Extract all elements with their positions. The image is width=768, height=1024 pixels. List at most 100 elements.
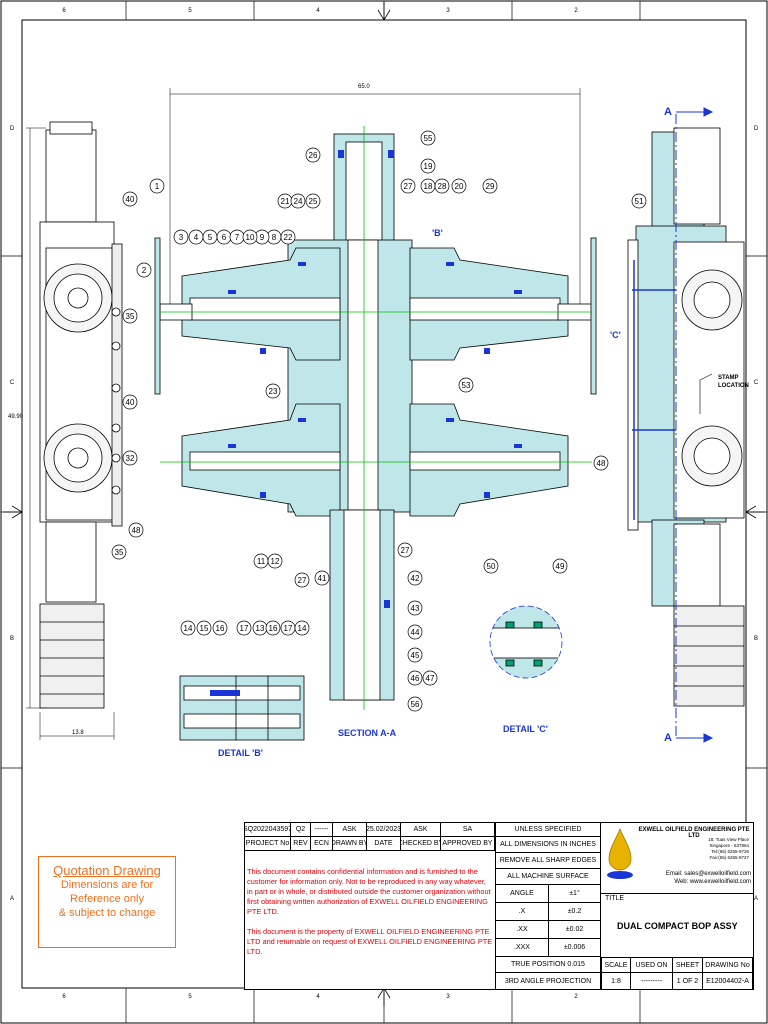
zone-label: 6 (62, 8, 66, 14)
balloon-circle (407, 624, 423, 640)
balloon-label: 25 (309, 197, 318, 206)
ref-b-label: 'B' (432, 228, 443, 238)
balloon-circle (122, 191, 138, 207)
zone-label: B (10, 636, 14, 642)
drawing-title: DUAL COMPACT BOP ASSY (617, 921, 738, 931)
ref-c-label: 'C' (610, 330, 621, 340)
balloon-circle (173, 229, 189, 245)
balloon-label: 46 (411, 674, 420, 683)
title-block-cell: Q2 (291, 823, 311, 837)
balloon-circle (483, 558, 499, 574)
balloon-circle (397, 542, 413, 558)
dim-overall-width: 65.0 (358, 84, 370, 90)
title-block-cell: ASK (401, 823, 441, 837)
title-block-cell: PROJECT No (245, 837, 291, 851)
balloon-label: 22 (284, 233, 293, 242)
balloon-circle (593, 455, 609, 471)
balloon-label: 5 (208, 233, 213, 242)
balloon-circle (280, 229, 296, 245)
zone-label: B (754, 636, 758, 642)
balloon-label: 13 (256, 624, 265, 633)
balloon-circle (294, 572, 310, 588)
balloon-label: 16 (216, 624, 225, 633)
dim-side-width: 13.8 (72, 730, 84, 736)
tolerance-cell: .X (495, 903, 549, 921)
company-web: Web: www.exwelloilfield.com (674, 879, 751, 885)
zone-label: C (10, 380, 15, 386)
balloon-circle (212, 620, 228, 636)
machine-surface: ALL MACHINE SURFACE (495, 869, 601, 885)
tolerance-cell: .XXX (495, 939, 549, 957)
tolerance-cell: ±0.2 (549, 903, 601, 921)
balloon-label: 8 (272, 233, 277, 242)
zone-label: A (10, 896, 14, 902)
balloon-label: 53 (462, 381, 471, 390)
balloon-label: 14 (298, 624, 307, 633)
balloon-label: 9 (260, 233, 265, 242)
balloon-circle (420, 158, 436, 174)
address-line: Tel:(65) 6265-9726 (711, 849, 749, 854)
title-block-cell: DRAWN BY (333, 837, 367, 851)
balloon-label: 6 (222, 233, 227, 242)
detail-b-label: DETAIL 'B' (218, 748, 263, 758)
balloon-circle (434, 178, 450, 194)
all-dimensions: ALL DIMENSIONS IN INCHES (495, 837, 601, 853)
balloon-label: 16 (269, 624, 278, 633)
balloon-label: 49 (556, 562, 565, 571)
title-block-cell: SA (441, 823, 495, 837)
balloon-circle (149, 178, 165, 194)
balloon-circle (407, 570, 423, 586)
balloon-label: 27 (298, 576, 307, 585)
zone-label: 2 (574, 994, 578, 1000)
balloon-label: 7 (235, 233, 240, 242)
balloon-label: 11 (257, 557, 266, 566)
balloon-label: 19 (424, 162, 433, 171)
balloon-label: 50 (487, 562, 496, 571)
balloon-circle (196, 620, 212, 636)
confidential-text: This document contains confidential info… (247, 867, 491, 916)
tolerance-cell: ANGLE (495, 885, 549, 903)
balloon-label: 48 (597, 459, 606, 468)
balloon-circle (305, 147, 321, 163)
tolerance-cell: .XX (495, 921, 549, 939)
zone-label: 5 (188, 8, 192, 14)
balloon-circle (407, 600, 423, 616)
title-block-cell: DATE (367, 837, 401, 851)
balloon-label: 12 (271, 557, 280, 566)
balloon-label: 2 (142, 266, 147, 275)
quotation-line-3: & subject to change (58, 907, 156, 919)
balloon-label: 17 (284, 624, 293, 633)
title-block-cell: SQ2022043597 (245, 823, 291, 837)
detail-c-label: DETAIL 'C' (503, 724, 548, 734)
section-mark-top: A (664, 106, 672, 118)
centerlines (160, 126, 592, 710)
balloon-label: 1 (155, 182, 160, 191)
balloon-circle (180, 620, 196, 636)
detail-b (179, 675, 305, 741)
balloon-label: 56 (411, 700, 420, 709)
sheet-info-value: --------- (631, 973, 673, 989)
balloon-label: 10 (246, 233, 255, 242)
left-dimensions (26, 127, 115, 740)
balloon-label: 18 (424, 182, 433, 191)
balloon-circle (407, 696, 423, 712)
balloon-label: 42 (411, 574, 420, 583)
balloon-label: 35 (126, 312, 135, 321)
company-name: EXWELL OILFIELD ENGINEERING PTE LTD (638, 827, 750, 839)
balloon-circle (407, 647, 423, 663)
balloon-label: 15 (200, 624, 209, 633)
title-block-cell: ECN (311, 837, 333, 851)
balloon-circle (128, 522, 144, 538)
balloon-circle (236, 620, 252, 636)
balloon-circle (294, 620, 310, 636)
address-line: Singapore - 637864 (709, 843, 749, 848)
balloon-label: 47 (426, 674, 435, 683)
balloon-circle (265, 620, 281, 636)
zone-label: 5 (188, 994, 192, 1000)
zone-label: 4 (316, 8, 320, 14)
title-block-cell: ------ (311, 823, 333, 837)
balloon-label: 51 (635, 197, 644, 206)
